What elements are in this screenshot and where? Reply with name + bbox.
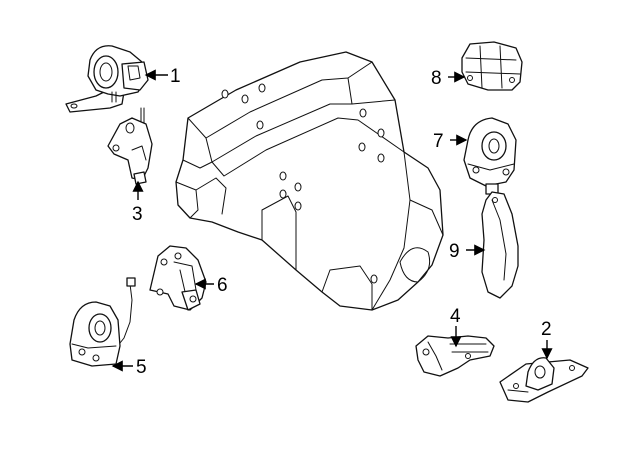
callout-8: 8 [431,68,442,89]
part-7-mount[interactable] [463,117,517,195]
leader-lines [111,69,553,372]
part-5-transmission-mount[interactable] [69,277,136,367]
callout-4: 4 [450,306,461,327]
callout-3: 3 [132,204,143,225]
engine-block [175,51,444,311]
part-2-mount[interactable] [499,357,589,403]
part-6-mount-bracket[interactable] [149,245,207,311]
callout-2: 2 [541,319,552,340]
callout-6: 6 [217,275,228,296]
part-3-mount-bracket[interactable] [107,107,153,185]
callout-5: 5 [136,357,147,378]
part-1-engine-mount[interactable] [65,45,149,113]
callout-labels: 1 2 3 4 5 6 7 8 9 [132,66,552,378]
callout-1: 1 [170,66,181,87]
callout-9: 9 [449,241,460,262]
callout-7: 7 [433,131,444,152]
part-8-mount[interactable] [461,41,523,91]
part-4-bracket[interactable] [415,335,495,377]
part-9-plate[interactable] [481,191,519,299]
